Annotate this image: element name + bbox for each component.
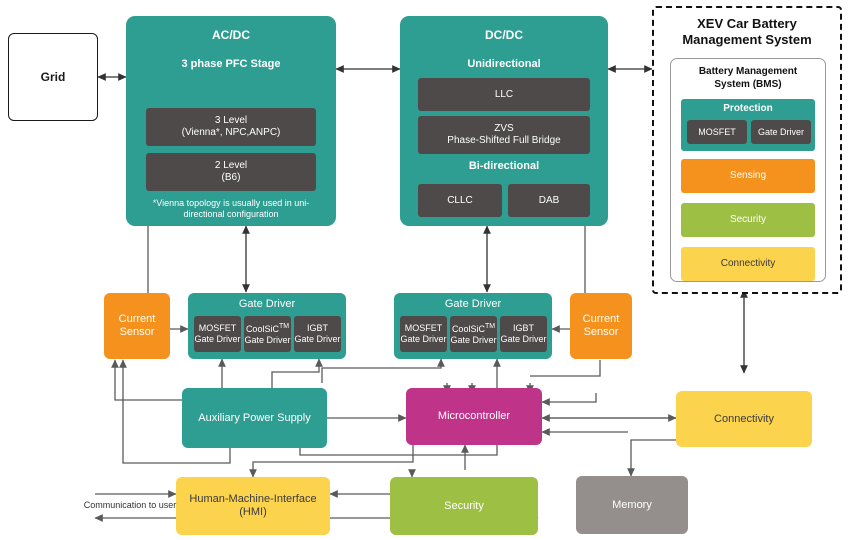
bms-inner-panel: Battery Management System (BMS) Protecti… bbox=[670, 58, 826, 282]
microcontroller-label: Microcontroller bbox=[437, 410, 511, 423]
current-sensor-right-line1: Current bbox=[582, 313, 620, 326]
auxiliary-power-supply-label: Auxiliary Power Supply bbox=[198, 411, 311, 424]
communication-to-user-label: Communication to user bbox=[83, 500, 177, 510]
current-sensor-left-line2: Sensor bbox=[119, 326, 155, 338]
security-block[interactable]: Security bbox=[390, 477, 538, 535]
dcdc-item-zvs-line2: Phase-Shifted Full Bridge bbox=[447, 135, 561, 146]
security-label: Security bbox=[444, 499, 484, 512]
gate-driver-left-block[interactable]: Gate Driver MOSFET Gate Driver CoolSiCTM… bbox=[188, 293, 346, 359]
bms-protection-gate-driver-label: Gate Driver bbox=[757, 126, 804, 137]
connectivity-label: Connectivity bbox=[714, 412, 774, 425]
bms-protection-mosfet[interactable]: MOSFET bbox=[687, 120, 747, 144]
hmi-line2: (HMI) bbox=[239, 506, 267, 518]
connectivity-block[interactable]: Connectivity bbox=[676, 391, 812, 447]
gate-driver-right-block[interactable]: Gate Driver MOSFET Gate Driver CoolSiCTM… bbox=[394, 293, 552, 359]
bms-protection-mosfet-label: MOSFET bbox=[698, 126, 736, 137]
gate-driver-right-coolsic[interactable]: CoolSiCTM Gate Driver bbox=[450, 316, 497, 352]
trademark-superscript: TM bbox=[278, 322, 290, 330]
gate-driver-left-mosfet-line1: MOSFET bbox=[198, 323, 237, 334]
gate-driver-right-igbt-line2: Gate Driver bbox=[500, 334, 547, 344]
current-sensor-left[interactable]: Current Sensor bbox=[104, 293, 170, 359]
acdc-item-3-level-line2: (Vienna*, NPC,ANPC) bbox=[181, 127, 281, 138]
gate-driver-left-coolsic-line2: Gate Driver bbox=[244, 334, 291, 345]
current-sensor-left-line1: Current bbox=[118, 313, 156, 326]
gate-driver-left-title: Gate Driver bbox=[238, 298, 296, 310]
bms-protection-gate-driver[interactable]: Gate Driver bbox=[751, 120, 811, 144]
bms-security-label: Security bbox=[729, 214, 767, 226]
dcdc-block[interactable]: DC/DC Unidirectional LLC ZVS Phase-Shift… bbox=[400, 16, 608, 226]
bms-connectivity-label: Connectivity bbox=[720, 258, 776, 270]
dcdc-section-bidirectional: Bi-directional bbox=[468, 160, 540, 172]
dcdc-item-cllc-label: CLLC bbox=[447, 194, 473, 206]
xev-battery-management-system-panel: XEV Car Battery Management System Batter… bbox=[652, 6, 842, 294]
gate-driver-right-coolsic-line2: Gate Driver bbox=[450, 334, 497, 345]
gate-driver-left-coolsic-line1: CoolSiCTM bbox=[246, 323, 289, 335]
acdc-item-2-level[interactable]: 2 Level (B6) bbox=[146, 153, 316, 191]
gate-driver-right-mosfet[interactable]: MOSFET Gate Driver bbox=[400, 316, 447, 352]
gate-driver-left-coolsic-name: CoolSiC bbox=[245, 323, 279, 334]
memory-label: Memory bbox=[612, 498, 652, 511]
grid-label: Grid bbox=[40, 69, 66, 84]
gate-driver-left-coolsic[interactable]: CoolSiCTM Gate Driver bbox=[244, 316, 291, 352]
bms-sensing-block[interactable]: Sensing bbox=[681, 159, 815, 193]
gate-driver-left-mosfet-line2: Gate Driver bbox=[194, 334, 241, 344]
acdc-block[interactable]: AC/DC 3 phase PFC Stage 3 Level (Vienna*… bbox=[126, 16, 336, 226]
hmi-line1: Human-Machine-Interface bbox=[189, 493, 317, 506]
memory-block[interactable]: Memory bbox=[576, 476, 688, 534]
acdc-item-3-level-line1: 3 Level bbox=[214, 115, 248, 127]
current-sensor-right-line2: Sensor bbox=[583, 326, 619, 338]
auxiliary-power-supply-block[interactable]: Auxiliary Power Supply bbox=[182, 388, 327, 448]
dcdc-item-dab[interactable]: DAB bbox=[508, 184, 590, 217]
gate-driver-right-coolsic-line1: CoolSiCTM bbox=[452, 323, 495, 335]
xev-title-line1: XEV Car Battery bbox=[697, 16, 797, 31]
gate-driver-right-igbt-line1: IGBT bbox=[512, 323, 534, 334]
current-sensor-right[interactable]: Current Sensor bbox=[570, 293, 632, 359]
dcdc-title: DC/DC bbox=[485, 28, 523, 42]
trademark-superscript: TM bbox=[484, 322, 496, 330]
dcdc-item-llc[interactable]: LLC bbox=[418, 78, 590, 111]
gate-driver-left-igbt-line2: Gate Driver bbox=[294, 334, 341, 344]
bms-protection-block[interactable]: Protection MOSFET Gate Driver bbox=[681, 99, 815, 151]
bms-title-line2: System (BMS) bbox=[714, 78, 782, 90]
microcontroller-block[interactable]: Microcontroller bbox=[406, 388, 542, 445]
dcdc-item-dab-label: DAB bbox=[538, 194, 560, 206]
acdc-subtitle: 3 phase PFC Stage bbox=[181, 58, 281, 71]
gate-driver-left-igbt[interactable]: IGBT Gate Driver bbox=[294, 316, 341, 352]
gate-driver-right-mosfet-line1: MOSFET bbox=[404, 323, 443, 334]
acdc-title: AC/DC bbox=[212, 28, 250, 42]
dcdc-item-zvs-line1: ZVS bbox=[494, 123, 514, 135]
dcdc-section-unidirectional: Unidirectional bbox=[467, 58, 541, 71]
dcdc-item-cllc[interactable]: CLLC bbox=[418, 184, 502, 217]
xev-title: XEV Car Battery Management System bbox=[664, 16, 830, 49]
acdc-footnote: *Vienna topology is usually used in uni-… bbox=[152, 198, 310, 220]
bms-title: Battery Management System (BMS) bbox=[677, 66, 819, 91]
gate-driver-right-title: Gate Driver bbox=[444, 298, 502, 310]
bms-security-block[interactable]: Security bbox=[681, 203, 815, 237]
gate-driver-right-igbt[interactable]: IGBT Gate Driver bbox=[500, 316, 547, 352]
dcdc-item-llc-label: LLC bbox=[494, 88, 514, 100]
bms-protection-title: Protection bbox=[723, 103, 773, 114]
bms-title-line1: Battery Management bbox=[698, 66, 798, 77]
acdc-item-2-level-line1: 2 Level bbox=[214, 160, 248, 172]
acdc-item-2-level-line2: (B6) bbox=[221, 172, 241, 183]
grid-block[interactable]: Grid bbox=[8, 33, 98, 121]
human-machine-interface-block[interactable]: Human-Machine-Interface (HMI) bbox=[176, 477, 330, 535]
gate-driver-left-igbt-line1: IGBT bbox=[306, 323, 328, 334]
gate-driver-right-coolsic-name: CoolSiC bbox=[451, 323, 485, 334]
acdc-item-3-level[interactable]: 3 Level (Vienna*, NPC,ANPC) bbox=[146, 108, 316, 146]
bms-sensing-label: Sensing bbox=[729, 170, 767, 182]
bms-connectivity-block[interactable]: Connectivity bbox=[681, 247, 815, 281]
gate-driver-right-mosfet-line2: Gate Driver bbox=[400, 334, 447, 344]
xev-title-line2: Management System bbox=[682, 32, 812, 48]
gate-driver-left-mosfet[interactable]: MOSFET Gate Driver bbox=[194, 316, 241, 352]
dcdc-item-zvs[interactable]: ZVS Phase-Shifted Full Bridge bbox=[418, 116, 590, 154]
